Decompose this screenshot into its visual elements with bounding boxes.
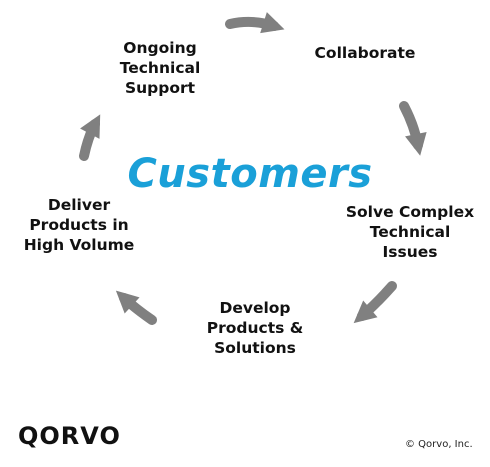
- step-develop-line-2: Products &: [206, 319, 304, 337]
- step-develop-line-1: Develop: [219, 299, 291, 317]
- copyright-notice: © Qorvo, Inc.: [405, 439, 473, 450]
- cycle-arrow-solve-to-develop: [353, 281, 397, 324]
- step-develop-products: Develop Products & Solutions: [185, 298, 325, 358]
- qorvo-logo: QORVO: [18, 422, 121, 450]
- step-develop-line-3: Solutions: [214, 339, 296, 357]
- cycle-arrow-deliver-to-support: [79, 114, 101, 161]
- step-solve-line-1: Solve Complex: [345, 203, 475, 221]
- step-collaborate: Collaborate: [300, 43, 430, 63]
- step-support-line-3: Support: [124, 79, 196, 97]
- step-deliver-line-2: Products in: [29, 216, 129, 234]
- cycle-arrow-support-to-collaborate: [225, 12, 285, 34]
- step-deliver-high-volume: Deliver Products in High Volume: [14, 195, 144, 255]
- step-collaborate-line: Collaborate: [314, 44, 416, 62]
- step-solve-line-3: Issues: [382, 243, 438, 261]
- step-support-line-2: Technical: [119, 59, 201, 77]
- cycle-arrow-develop-to-deliver: [115, 290, 157, 325]
- step-deliver-line-1: Deliver: [47, 196, 111, 214]
- step-ongoing-support: Ongoing Technical Support: [100, 38, 220, 98]
- center-title-customers: Customers: [127, 151, 373, 197]
- step-support-line-1: Ongoing: [123, 39, 197, 57]
- step-deliver-line-3: High Volume: [23, 236, 135, 254]
- step-solve-complex-issues: Solve Complex Technical Issues: [335, 202, 485, 262]
- step-solve-line-2: Technical: [369, 223, 451, 241]
- cycle-arrow-collaborate-to-solve: [399, 101, 427, 156]
